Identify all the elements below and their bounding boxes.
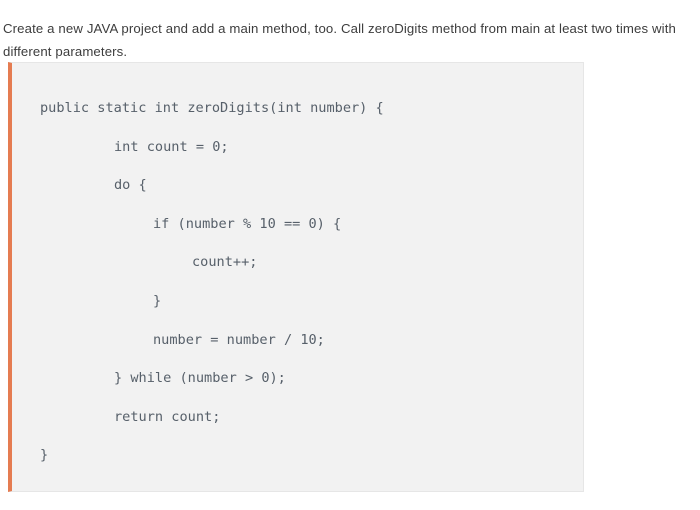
question-prompt-text: Create a new JAVA project and add a main… — [3, 21, 676, 60]
code-line: do { — [114, 177, 147, 194]
code-lines-container: public static int zeroDigits(int number)… — [12, 63, 583, 491]
code-block: public static int zeroDigits(int number)… — [8, 62, 584, 492]
code-line: number = number / 10; — [153, 331, 325, 348]
code-line: return count; — [114, 408, 221, 425]
code-line: count++; — [192, 254, 258, 271]
code-line: public static int zeroDigits(int number)… — [40, 100, 384, 116]
code-line: } — [40, 447, 49, 464]
code-line: if (number % 10 == 0) { — [153, 215, 342, 232]
code-line: } — [153, 292, 162, 309]
code-line: int count = 0; — [114, 138, 229, 155]
code-line: } while (number > 0); — [114, 370, 286, 387]
